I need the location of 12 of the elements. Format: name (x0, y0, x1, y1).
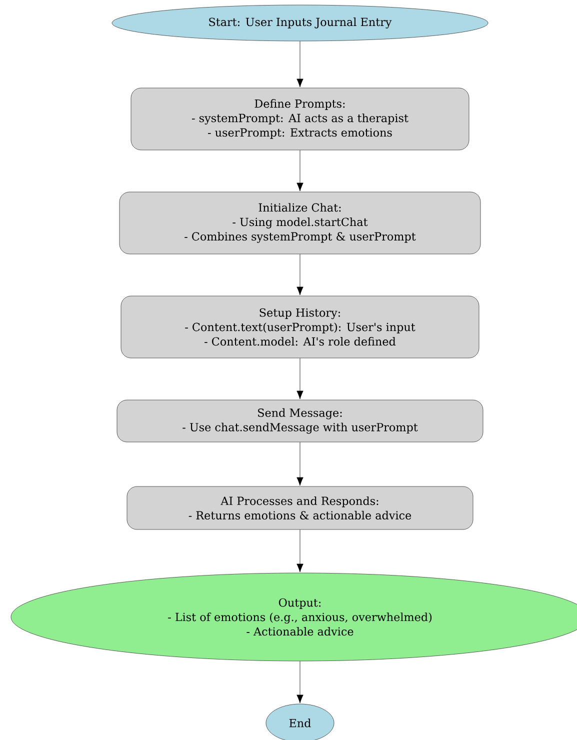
arrow (296, 358, 304, 400)
process-box: Define Prompts: - systemPrompt: AI acts as a therapist - userPrompt: Extracts emotions (130, 88, 470, 150)
process-box: Setup History: - Content.text(userPrompt): User's input - Content.model: AI's role defined (120, 296, 480, 358)
arrow (296, 530, 304, 572)
arrow (296, 41, 304, 88)
arrow (296, 254, 304, 296)
arrow (296, 661, 304, 704)
process-box: Send Message: - Use chat.sendMessage with userPrompt (116, 400, 484, 442)
arrow (296, 442, 304, 486)
arrow (296, 150, 304, 192)
process-box: AI Processes and Responds: - Returns emotions & actionable advice (126, 486, 474, 530)
process-box: Initialize Chat: - Using model.startChat - Combines systemPrompt & userPrompt (119, 192, 481, 254)
